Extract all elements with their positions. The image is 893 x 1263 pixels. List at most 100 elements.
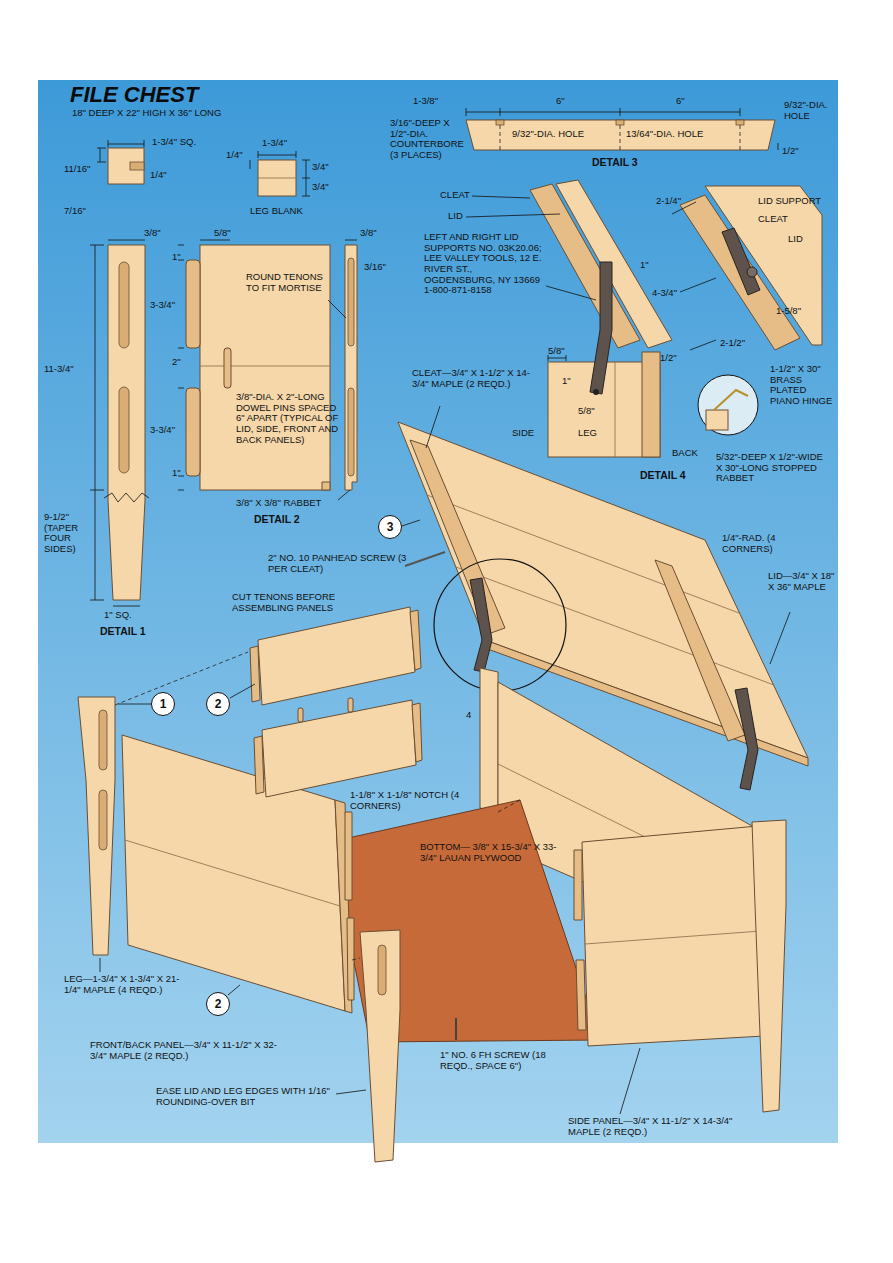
exploded-parts [336, 1090, 366, 1094]
leg-top-view [144, 140, 145, 147]
lid [655, 560, 745, 741]
lid-support-detail [642, 352, 660, 457]
part-label: 1" [172, 468, 181, 479]
exploded-parts [378, 945, 386, 995]
cleat-detail [466, 112, 740, 113]
part-label: 3/16" [364, 262, 386, 273]
leg-elevation [119, 387, 129, 473]
part-label: 3/4" [312, 182, 329, 193]
part-label: ROUND TENONS TO FIT MORTISE [246, 272, 326, 293]
exploded-parts [347, 918, 354, 1000]
callout-circle: 2 [206, 692, 230, 716]
part-label: 1" [172, 252, 181, 263]
leg-top-view [97, 162, 106, 163]
part-label: 1-1/2" X 30" BRASS PLATED PIANO HINGE [770, 364, 836, 407]
detail-title: DETAIL 3 [592, 157, 638, 169]
callout-number: 2 [215, 998, 222, 1010]
panel-detail [322, 482, 330, 490]
part-label: 9/32"-DIA. HOLE [512, 129, 584, 140]
exploded-parts [298, 708, 303, 722]
cleat-detail [620, 108, 621, 116]
part-label: LEG [578, 428, 597, 439]
leg-top-view [108, 148, 144, 184]
panel-detail [186, 388, 200, 476]
part-label: SIDE [512, 428, 534, 439]
leg-blank [250, 160, 251, 169]
exploded-parts [228, 985, 240, 995]
part-label: 11-3/4" [44, 364, 74, 375]
leg-blank [258, 151, 259, 158]
leg-elevation [90, 490, 104, 491]
part-label: 1" SQ. [104, 610, 132, 621]
part-label: 1/4"-RAD. (4 CORNERS) [722, 533, 788, 554]
lid-support-detail [590, 262, 612, 394]
exploded-parts [250, 646, 260, 702]
panel-detail [178, 490, 184, 491]
lid-support-detail [566, 355, 567, 361]
leg-blank [250, 151, 310, 196]
cleat-detail [740, 125, 741, 150]
panel-section [348, 258, 354, 346]
leg-elevation [95, 245, 96, 600]
piano-hinge-callout [698, 375, 758, 435]
lid-support-detail [466, 214, 560, 217]
lid [410, 440, 505, 634]
part-label: SIDE PANEL—3/4" X 11-1/2" X 14-3/4" MAPL… [568, 1116, 748, 1137]
part-label: 6" [556, 96, 565, 107]
part-label: BACK [672, 448, 698, 459]
cleat-detail [496, 120, 504, 125]
part-label: 18" DEEP X 22" HIGH X 36" LONG [72, 108, 221, 119]
cleat-detail [778, 143, 779, 150]
exploded-parts [100, 958, 101, 972]
lid-support-closeup [680, 278, 716, 292]
part-label: LID [788, 234, 803, 245]
piano-hinge-callout [714, 390, 748, 410]
panel-detail [200, 245, 330, 490]
leg-top-view [108, 140, 109, 147]
part-label: LID SUPPORT [758, 196, 821, 207]
panel-detail [178, 348, 184, 349]
chest-box [498, 800, 520, 812]
cleat-detail [500, 125, 501, 150]
part-label: 11/16" [64, 164, 90, 175]
detail-title: DETAIL 1 [100, 626, 146, 638]
panel-section [345, 245, 357, 490]
leg-elevation [90, 240, 149, 606]
part-label: CLEAT—3/4" X 1-1/2" X 14-3/4" MAPLE (2 R… [412, 368, 532, 389]
part-label: CUT TENONS BEFORE ASSEMBLING PANELS [232, 592, 352, 613]
chest-box [576, 960, 586, 1030]
leg-blank [302, 160, 310, 161]
part-label: LEG—1-3/4" X 1-3/4" X 21-1/4" MAPLE (4 R… [64, 974, 192, 995]
part-label: LID—3/4" X 18" X 36" MAPLE [768, 571, 836, 592]
panel-detail [200, 366, 330, 367]
leg-blank [258, 155, 296, 156]
detail-title: DETAIL 2 [254, 514, 300, 526]
lid-support-detail [593, 389, 599, 395]
callout-number: 2 [215, 698, 222, 710]
exploded-parts [348, 698, 353, 712]
lid-support-detail [546, 286, 596, 300]
leg-elevation [104, 493, 149, 502]
leg-blank [258, 160, 296, 196]
panel-section [328, 240, 357, 500]
part-label: 1" [562, 376, 571, 387]
lid-support-detail [556, 180, 672, 348]
panel-detail [224, 348, 231, 388]
leg-blank [302, 178, 310, 179]
exploded-parts [125, 840, 340, 906]
part-label: 2-1/2" [720, 338, 745, 349]
callout-circle: 3 [378, 515, 402, 539]
leg-top-view [108, 144, 144, 145]
part-label: 5/8" [578, 406, 595, 417]
panel-detail [178, 240, 330, 490]
piano-hinge-callout [706, 410, 728, 430]
exploded-parts [230, 684, 255, 698]
lid-support-closeup [690, 340, 716, 350]
callout-circle: 1 [151, 692, 175, 716]
lid [735, 688, 758, 790]
part-label: 2" NO. 10 PANHEAD SCREW (3 PER CLEAT) [268, 553, 408, 574]
part-label: 1" NO. 6 FH SCREW (18 REQD., SPACE 6") [440, 1050, 580, 1071]
part-label: 6" [676, 96, 685, 107]
leg-blank [302, 196, 310, 197]
lid-support-detail [466, 180, 672, 457]
